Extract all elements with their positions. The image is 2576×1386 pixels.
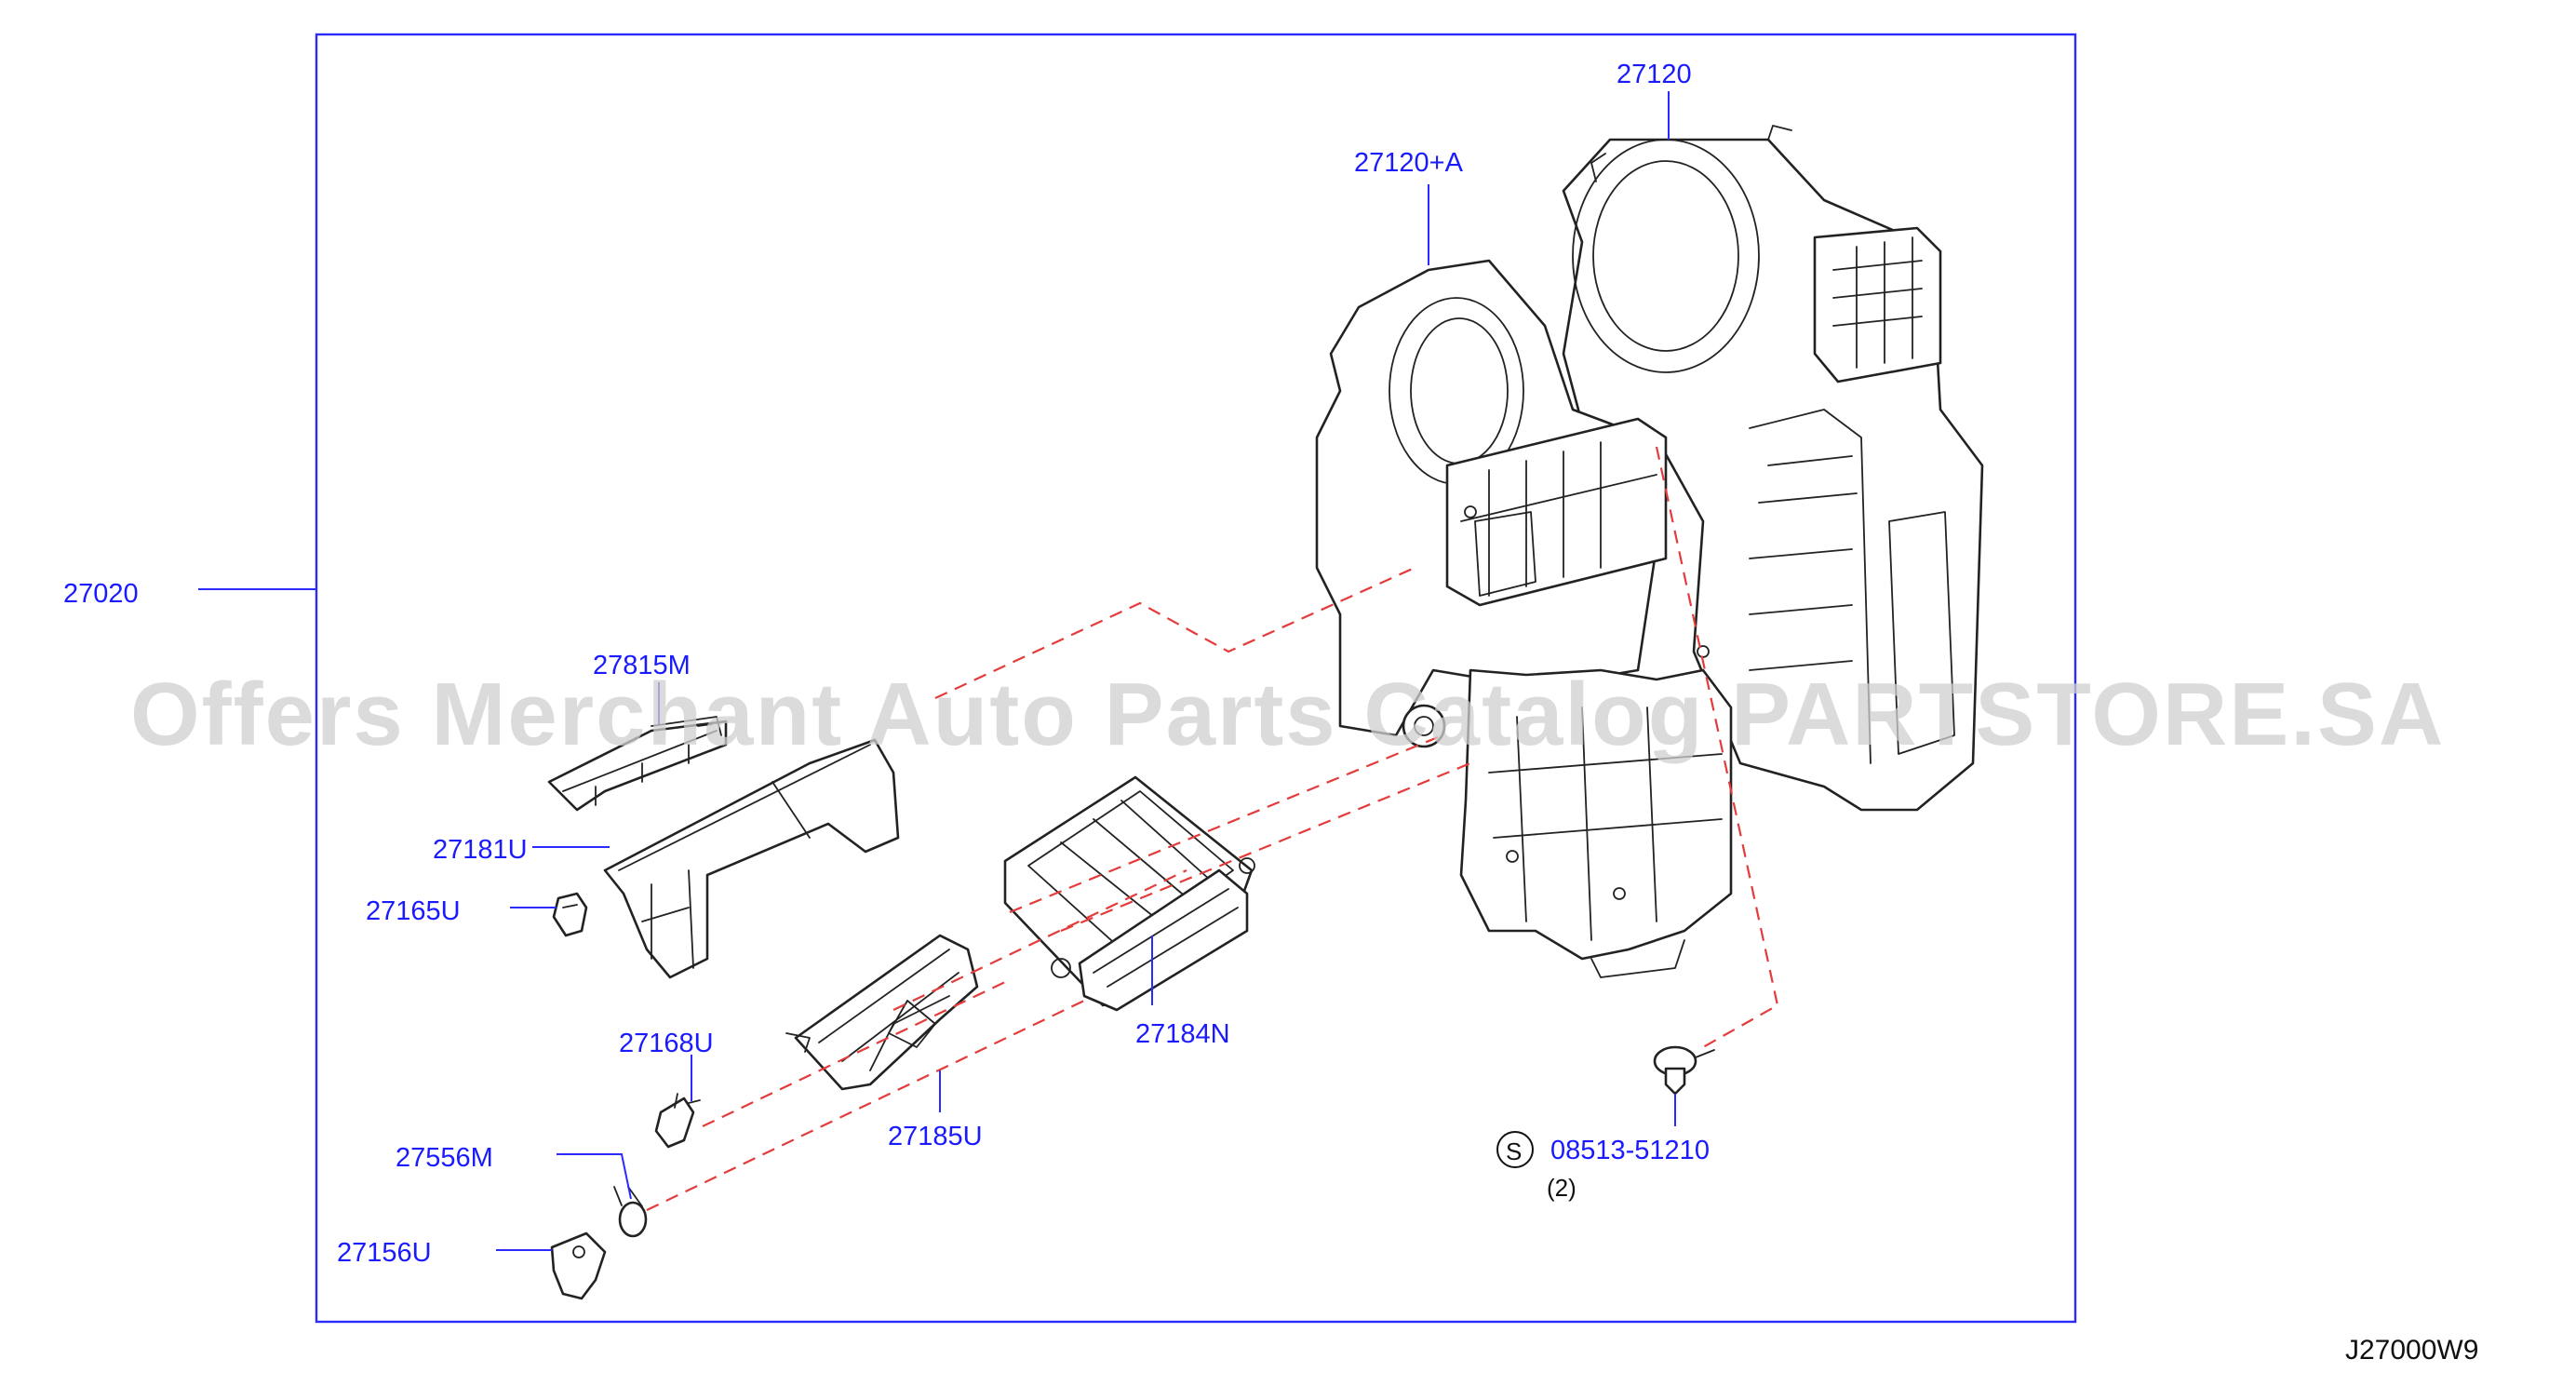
label-27120: 27120: [1617, 60, 1692, 89]
duct-assembly-27181u: [547, 716, 900, 979]
diagram-border: [315, 33, 2077, 1324]
spring-27556m: [613, 1186, 648, 1238]
air-scoop-27185u: [785, 934, 979, 1091]
quantity-08513-51210: (2): [1547, 1174, 1576, 1202]
label-27181u: 27181U: [433, 835, 528, 865]
label-27165u: 27165U: [366, 896, 461, 926]
label-27815m: 27815M: [593, 651, 691, 680]
link-27156u: [550, 1231, 607, 1300]
standard-part-symbol: [1496, 1131, 1534, 1168]
screw-08513-51210: [1653, 1045, 1715, 1096]
diagram-reference-code: J27000W9: [2345, 1335, 2478, 1366]
label-27168u: 27168U: [619, 1029, 714, 1058]
label-27020: 27020: [63, 579, 139, 609]
label-27120-a: 27120+A: [1354, 148, 1464, 178]
label-27185u: 27185U: [888, 1122, 983, 1151]
label-27556m: 27556M: [396, 1143, 493, 1173]
leader-lines: [198, 91, 1676, 1251]
label-08513-51210: 08513-51210: [1550, 1136, 1710, 1165]
assembly-guide-lines: [646, 446, 1779, 1211]
label-27156u: 27156U: [337, 1238, 432, 1268]
label-27184n: 27184N: [1135, 1019, 1230, 1049]
standard-part-symbol-letter: S: [1506, 1137, 1522, 1165]
watermark-text: Offers Merchant Auto Parts Catalog PARTS…: [130, 665, 2445, 764]
heater-unit-housing: [1315, 125, 1984, 978]
lever-27168u: [654, 1093, 701, 1149]
clip-27165u: [552, 892, 588, 937]
heater-core-27184n: [1003, 775, 1255, 1012]
